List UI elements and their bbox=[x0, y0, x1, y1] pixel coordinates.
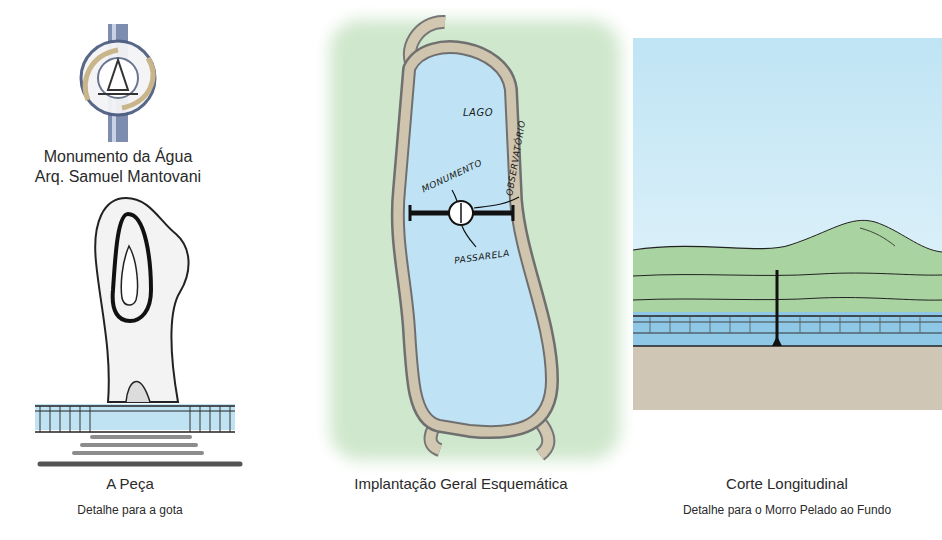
panel-caption: Corte Longitudinal bbox=[726, 475, 848, 492]
panel-caption: Implantação Geral Esquemática bbox=[354, 475, 567, 492]
title: Monumento da Água bbox=[44, 148, 193, 166]
panel-note: Detalhe para o Morro Pelado ao Fundo bbox=[683, 504, 891, 518]
section-view bbox=[633, 38, 942, 410]
region-label: LAGO bbox=[463, 107, 493, 119]
logo bbox=[81, 24, 155, 142]
site-plan bbox=[330, 20, 620, 460]
panel-caption: A Peça bbox=[106, 475, 154, 492]
subtitle: Arq. Samuel Mantovani bbox=[35, 168, 201, 186]
panel-note: Detalhe para a gota bbox=[77, 504, 182, 518]
monument-sketch bbox=[35, 198, 240, 464]
